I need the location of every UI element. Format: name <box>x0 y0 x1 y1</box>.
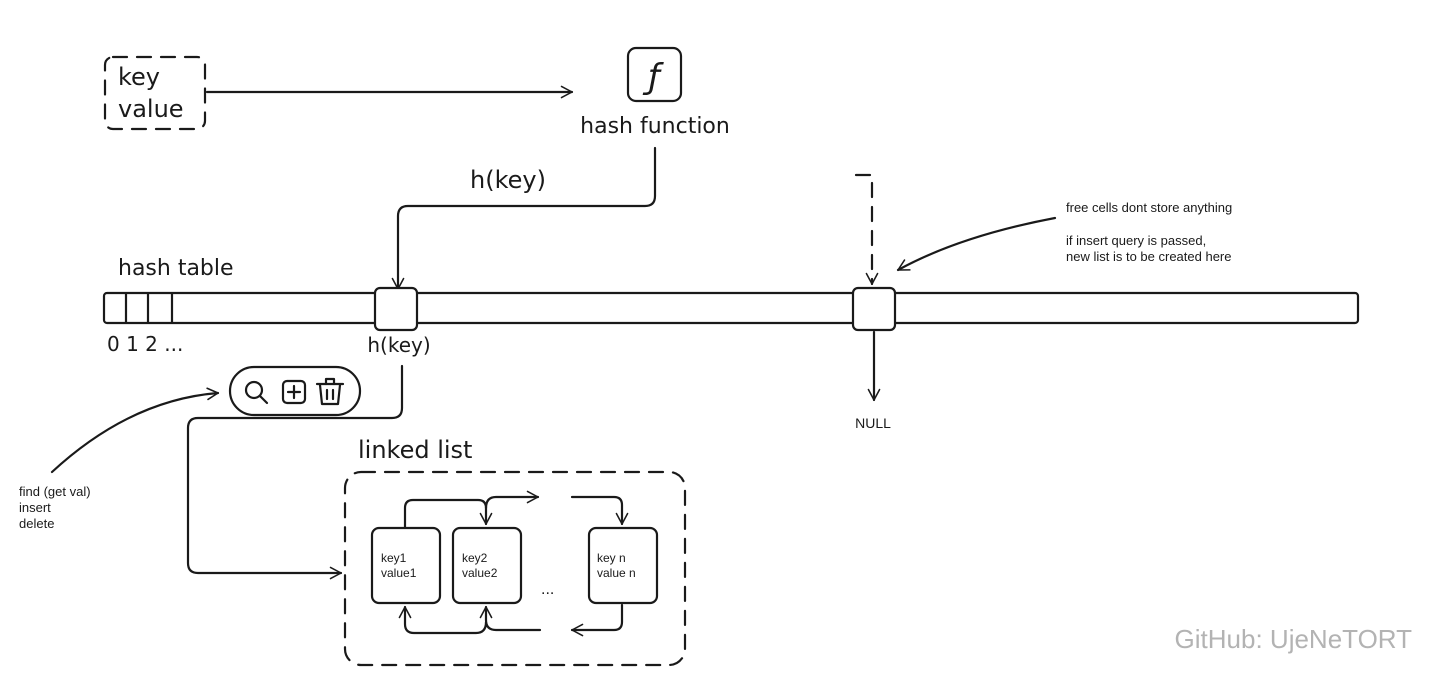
arrow-ops-note-to-pill <box>50 387 220 474</box>
free-cell-note-line2: if insert query is passed, <box>1066 233 1206 248</box>
free-cell <box>851 286 897 332</box>
list-node: key n value n <box>587 526 659 605</box>
operations-pill <box>228 365 362 417</box>
ops-note-insert: insert <box>19 500 51 515</box>
list-node-key: key1 <box>381 551 407 565</box>
prev-pointer-arrow <box>398 605 488 635</box>
next-pointer-arrow <box>403 498 493 529</box>
trash-icon <box>315 377 345 406</box>
list-node-value: value2 <box>462 566 498 580</box>
list-node-value: value1 <box>381 566 417 580</box>
list-node-key: key2 <box>462 551 488 565</box>
occupied-cell <box>373 286 419 332</box>
list-node-value: value n <box>597 566 636 580</box>
hash-function-label: hash function <box>580 114 730 139</box>
cell-hkey-label: h(key) <box>367 333 430 357</box>
search-icon <box>244 380 269 405</box>
input-box-frame <box>103 55 207 131</box>
arrow-hash-to-cell <box>391 146 657 291</box>
input-key-value-box: key value <box>103 55 207 131</box>
arrow-note-to-free-cell <box>896 216 1057 272</box>
linked-list-frame <box>343 470 687 667</box>
list-ellipsis: ... <box>541 581 554 598</box>
list-node-box <box>451 526 523 605</box>
github-watermark: GitHub: UjeNeTORT <box>1175 624 1413 654</box>
hash-table-title: hash table <box>118 256 234 281</box>
function-glyph: ƒ <box>642 57 664 97</box>
next-pointer-arrow <box>570 495 629 526</box>
free-cell-note-line1: free cells dont store anything <box>1066 200 1232 215</box>
prev-pointer-arrow <box>479 605 542 632</box>
input-value-label: value <box>118 95 184 123</box>
operations-pill-frame <box>228 365 362 417</box>
list-node: key1 value1 <box>370 526 442 605</box>
free-cell-note-line3: new list is to be created here <box>1066 249 1231 264</box>
null-label: NULL <box>855 415 891 431</box>
list-node: key2 value2 <box>451 526 523 605</box>
plus-icon <box>281 379 307 405</box>
next-pointer-arrow <box>484 490 540 510</box>
hash-function-node: ƒ hash function <box>580 46 730 139</box>
ops-note-delete: delete <box>19 516 54 531</box>
arrow-hkey-label: h(key) <box>470 166 546 194</box>
input-key-label: key <box>118 63 160 91</box>
dashed-arrow-to-free-cell <box>854 173 879 286</box>
table-index-labels: 0 1 2 ... <box>107 332 183 356</box>
list-node-box <box>370 526 442 605</box>
list-node-box <box>587 526 659 605</box>
function-icon <box>626 46 683 103</box>
linked-list-title: linked list <box>358 436 472 464</box>
ops-note-find: find (get val) <box>19 484 91 499</box>
arrow-cell-to-linked-list <box>186 364 404 580</box>
list-node-key: key n <box>597 551 626 565</box>
prev-pointer-arrow <box>570 603 624 637</box>
hash-table-array <box>102 291 1360 325</box>
